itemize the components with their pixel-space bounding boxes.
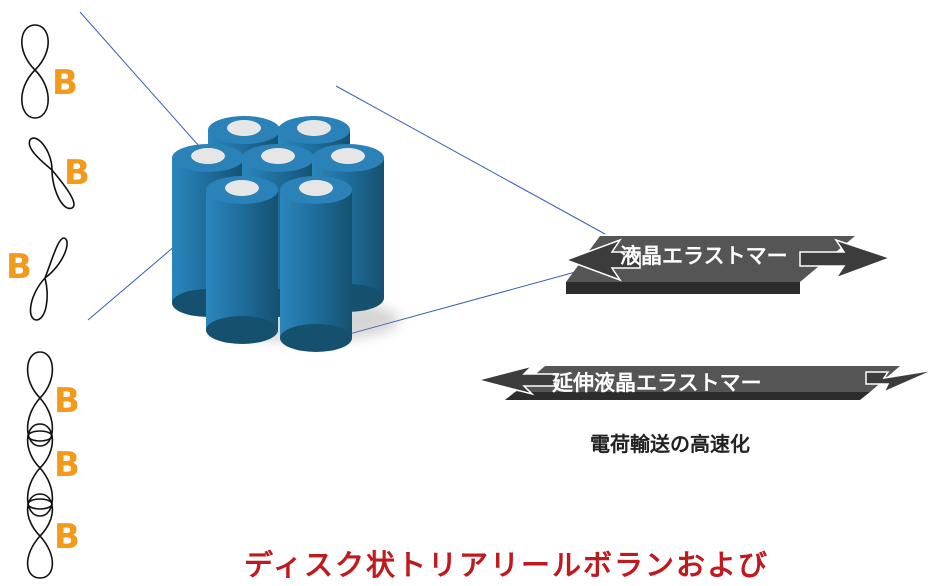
leader-line-3 [335, 85, 606, 235]
boron-label: B [54, 445, 80, 485]
stretched-arrow-left [475, 364, 557, 396]
elastomer-label: 液晶エラストマー [620, 244, 788, 268]
boron-label: B [52, 63, 78, 103]
boron-label: B [54, 517, 80, 557]
figure-title: ディスク状トリアリールボランおよび [244, 548, 769, 582]
boron-label: B [6, 247, 32, 287]
stretched-elastomer-label: 延伸液晶エラストマー [552, 371, 762, 395]
orbital-single-1 [21, 24, 49, 119]
column-front-left [206, 176, 278, 344]
boron-label: B [54, 381, 80, 421]
discotic-column-bundle [172, 116, 384, 352]
sheet-arrow-left [563, 238, 641, 282]
orbital-single-2 [28, 137, 75, 210]
stretched-elastomer-sheet [475, 364, 934, 400]
boron-label: B [64, 153, 90, 193]
stretched-arrow-right [865, 369, 934, 394]
elastomer-sheet [563, 236, 893, 294]
sheet-arrow-right [799, 238, 893, 280]
orbital-stack [26, 351, 54, 579]
column-front-right [280, 176, 352, 352]
orbital-single-3 [29, 237, 68, 321]
charge-transport-caption: 電荷輸送の高速化 [590, 432, 750, 456]
